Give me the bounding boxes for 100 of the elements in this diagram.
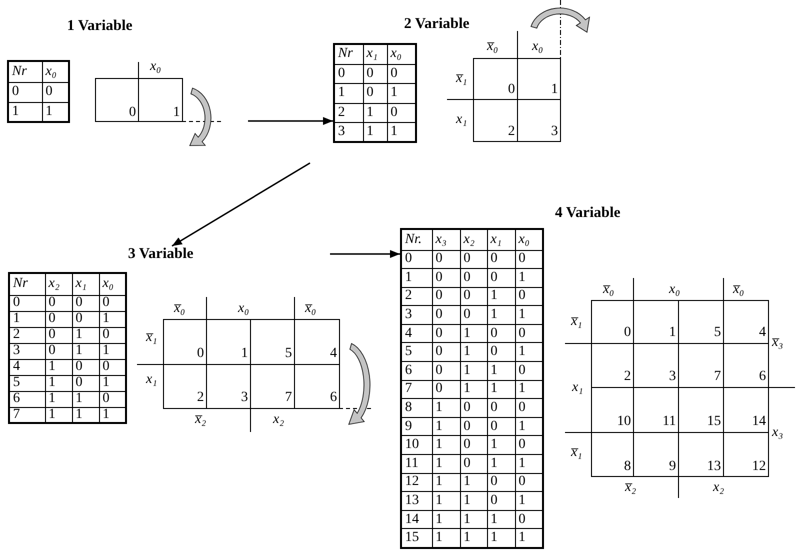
table-cell: 2	[334, 103, 363, 122]
table-cell: 1	[99, 311, 126, 327]
table-cell: 1	[487, 306, 515, 324]
cell-number: 12	[752, 458, 766, 476]
column-header: x₂	[460, 229, 487, 250]
table-cell: 6	[9, 391, 45, 407]
table-cell: 1	[45, 375, 72, 391]
cell-number: 10	[617, 413, 631, 431]
variable-label: x̅₀	[305, 300, 316, 318]
table-cell: 8	[401, 398, 432, 418]
table-cell: 10	[401, 436, 432, 455]
variable-label: x̅₃	[772, 334, 784, 352]
table-cell: 0	[72, 295, 99, 311]
table-cell: 6	[401, 362, 432, 380]
table-cell: 0	[45, 311, 72, 327]
table-cell: 1	[460, 510, 487, 529]
cell-number: 4	[330, 345, 337, 363]
table-cell: 0	[432, 268, 460, 288]
variable-label: x̅₂	[625, 479, 636, 497]
variable-label: x̅₂	[195, 411, 206, 429]
variable-label: x̅₁	[571, 313, 582, 331]
table-cell: 0	[401, 250, 432, 269]
table-cell: 9	[401, 417, 432, 436]
cell-number: 0	[508, 81, 515, 99]
table-cell: 2	[9, 327, 45, 343]
cell-number: 2	[197, 389, 204, 407]
table-cell: 0	[45, 295, 72, 311]
table-cell: 0	[363, 64, 387, 84]
column-header: Nr.	[401, 229, 432, 250]
variable-label: x₂	[713, 479, 724, 497]
table-cell: 0	[515, 362, 543, 380]
table-cell: 1	[487, 454, 515, 474]
variable-label: x₁	[572, 379, 584, 397]
table-cell: 0	[72, 375, 99, 391]
table-cell: 0	[432, 342, 460, 362]
arrow	[330, 250, 400, 258]
cell-number: 6	[759, 368, 766, 386]
table-cell: 1	[432, 454, 460, 474]
table-cell: 0	[460, 250, 487, 269]
table-cell: 1	[9, 311, 45, 327]
table-cell: 0	[334, 64, 363, 84]
table-cell: 1	[515, 380, 543, 399]
table-cell: 1	[515, 492, 543, 510]
cell-number: 0	[197, 345, 204, 363]
table-cell: 1	[487, 287, 515, 306]
column-header: Nr	[9, 273, 45, 295]
table-cell: 1	[432, 473, 460, 492]
table-cell: 1	[432, 510, 460, 529]
table-cell: 13	[401, 492, 432, 510]
variable-label: x₀	[669, 281, 680, 299]
table-cell: 0	[515, 398, 543, 418]
cell-number: 2	[624, 368, 631, 386]
table-cell: 1	[432, 417, 460, 436]
table-cell: 7	[401, 380, 432, 399]
table-cell: 0	[515, 473, 543, 492]
cell-number: 1	[669, 324, 676, 342]
variable-label: x₀	[238, 300, 250, 318]
table-cell: 1	[432, 436, 460, 455]
table-cell: 14	[401, 510, 432, 529]
cell-number: 7	[285, 389, 292, 407]
variable-label: x₁	[456, 111, 468, 129]
karnaugh-map	[136, 296, 341, 434]
variable-label: x₁	[146, 371, 158, 389]
table-cell: 0	[99, 327, 126, 343]
truth-table	[8, 272, 127, 424]
table-cell: 0	[515, 250, 543, 269]
truth-table	[400, 228, 544, 548]
variable-label: x̅₀	[733, 281, 744, 299]
table-cell: 0	[487, 324, 515, 343]
table-cell: 1	[72, 327, 99, 343]
cell-number: 7	[714, 368, 721, 386]
variable-label: x₀	[532, 38, 544, 56]
variable-label: x̅₁	[146, 329, 158, 347]
variable-label: x̅₀	[603, 281, 614, 299]
table-cell: 0	[487, 250, 515, 269]
cell-number: 4	[759, 324, 766, 342]
table-cell: 0	[99, 295, 126, 311]
cell-number: 0	[624, 324, 631, 342]
table-cell: 0	[460, 306, 487, 324]
column-header: Nr	[8, 61, 42, 82]
karnaugh-map	[564, 277, 797, 499]
table-cell: 1	[487, 362, 515, 380]
variable-label: x̅₀	[174, 300, 186, 318]
table-cell: 0	[460, 417, 487, 436]
table-cell: 1	[460, 380, 487, 399]
table-cell: 0	[432, 324, 460, 343]
table-cell: 1	[515, 268, 543, 288]
column-header: x₁	[72, 273, 99, 295]
variable-label: x₂	[273, 411, 284, 429]
section-title: 3 Variable	[128, 246, 194, 263]
table-cell: 0	[363, 84, 387, 103]
table-cell: 0	[487, 492, 515, 510]
section-title: 2 Variable	[404, 16, 470, 33]
section-title: 4 Variable	[555, 205, 620, 222]
table-cell: 0	[460, 398, 487, 418]
table-cell: 1	[401, 268, 432, 288]
cell-number: 3	[551, 123, 558, 141]
table-cell: 1	[515, 306, 543, 324]
cell-number: 1	[173, 104, 180, 122]
table-cell: 1	[460, 362, 487, 380]
